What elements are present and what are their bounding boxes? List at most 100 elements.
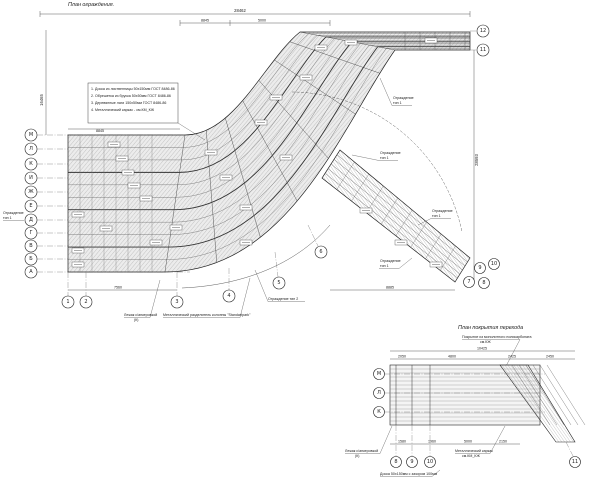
fence-label-left: Ограждение bbox=[3, 211, 24, 215]
axis-label-b: Б bbox=[29, 256, 33, 262]
axis-label-1: 1 bbox=[66, 299, 69, 305]
roof-note-line-2: см.КЖ bbox=[480, 340, 491, 344]
note-4: 4. Металлический каркас - см.КМ_КЖ bbox=[91, 108, 155, 112]
dim-top-b: 5000 bbox=[258, 19, 266, 23]
axes-bottom: 1 2 3 4 5 6 7 8 9 10 bbox=[61, 224, 500, 309]
dim-overall: 28462 bbox=[234, 8, 246, 13]
deck-cross-line bbox=[258, 80, 329, 159]
branch-row-line bbox=[324, 173, 458, 279]
deck-cross-line bbox=[242, 100, 298, 202]
axis-label-12: 12 bbox=[480, 28, 486, 34]
fence-type-2-label: Ограждение тип 2 bbox=[268, 297, 298, 301]
main-plan: План ограждения. 28462 8845 5000 16465 2… bbox=[3, 2, 500, 322]
bench-label-line-1: Лежак с/анкеровкой bbox=[124, 313, 157, 317]
dim-right: 28593 bbox=[474, 154, 479, 166]
passage-diagonal-line bbox=[539, 364, 579, 426]
deck-row-line bbox=[68, 33, 470, 148]
element-tags bbox=[71, 37, 443, 268]
passage-diagonal-line bbox=[511, 364, 551, 426]
passage-dim-total: 10425 bbox=[477, 347, 487, 351]
passage-axis-k: К bbox=[377, 409, 381, 415]
deck-lines bbox=[68, 31, 470, 273]
passage-diagonal-end bbox=[499, 364, 576, 443]
passage-axis-11: 11 bbox=[572, 459, 578, 465]
branch-cross-line bbox=[351, 173, 370, 202]
passage-dim-top-3: 2425 bbox=[508, 355, 516, 359]
branch-cross-line bbox=[336, 161, 355, 190]
divider-label: Металлический разделитель колонны "Stand… bbox=[163, 313, 251, 317]
fence-label-right: Ограждение bbox=[432, 209, 453, 213]
fence-type-left: тип 1 bbox=[3, 216, 12, 220]
fence-type-right: тип 1 bbox=[432, 214, 441, 218]
deck-cross-line bbox=[225, 117, 261, 238]
dim-top-a: 8845 bbox=[201, 19, 209, 23]
branch-cross-line bbox=[425, 233, 442, 259]
branch-cross-line bbox=[410, 221, 427, 248]
passage-bench-line-1: Лежак с/анкеровкой bbox=[345, 449, 378, 453]
note-2: 2. Обрешетка из бруска 50х50мм ГОСТ 8486… bbox=[91, 94, 171, 98]
passage-plan: План покрытия перехода Покрытие из монол… bbox=[345, 325, 586, 477]
passage-axis-8: 8 bbox=[394, 459, 397, 465]
passage-frame-line-1: Металлический каркас bbox=[455, 449, 493, 453]
dim-left: 16465 bbox=[39, 94, 44, 106]
axis-label-7: 7 bbox=[467, 279, 470, 285]
passage-dim-bottom-3: 5000 bbox=[464, 440, 472, 444]
fence-type-bottom: тип 1 bbox=[380, 264, 389, 268]
fence-label-bottom: Ограждение bbox=[380, 259, 401, 263]
axis-label-2: 2 bbox=[84, 299, 87, 305]
top-dimensions: 28462 8845 5000 bbox=[39, 8, 471, 26]
deck-cross-line bbox=[164, 134, 186, 273]
axis-label-6: 6 bbox=[319, 249, 322, 255]
dim-bottom-b: 8885 bbox=[386, 286, 394, 290]
branch-cross-line bbox=[440, 245, 456, 271]
deck-row-line bbox=[68, 46, 470, 248]
axis-label-zh: Ж bbox=[28, 189, 34, 195]
branch-cross-line bbox=[395, 209, 413, 236]
dim-bottom-a: 7560 bbox=[114, 286, 122, 290]
passage-lines bbox=[384, 364, 586, 426]
branch-cross-line bbox=[380, 197, 398, 225]
deck-cross-line bbox=[289, 41, 380, 74]
passage-frame-line-2: см.КМ_КЖ bbox=[462, 454, 480, 458]
passage-axis-m: М bbox=[377, 371, 381, 377]
axis-label-m: М bbox=[29, 132, 33, 138]
axis-label-9: 9 bbox=[478, 265, 481, 271]
roof-note-line-1: Покрытие из монолитного поликарбоната bbox=[462, 335, 532, 339]
axis-label-l: Л bbox=[29, 146, 33, 152]
fence-type-top: тип 1 bbox=[393, 101, 402, 105]
curve-guide-arc bbox=[291, 91, 463, 233]
axis-label-g: Г bbox=[29, 230, 32, 236]
deck-row-line bbox=[68, 44, 470, 235]
fence-labels: Ограждение тип 1 Ограждение тип 1 Огражд… bbox=[3, 77, 453, 302]
passage-dim-bottom-4: 2150 bbox=[499, 440, 507, 444]
bench-label-line-2: (К) bbox=[134, 318, 139, 322]
axis-label-e: Е bbox=[29, 203, 32, 209]
axis-label-10: 10 bbox=[491, 261, 497, 267]
branch-row-line bbox=[333, 159, 466, 267]
passage-diagonal-line bbox=[525, 364, 565, 426]
passage-dim-top-4: 2450 bbox=[546, 355, 554, 359]
axes-left: М Л К И Ж Е Д Г В Б А bbox=[24, 128, 38, 279]
axes-top-right: 12 11 bbox=[470, 24, 490, 57]
deck-row-line bbox=[68, 38, 470, 186]
passage-dim-bottom-2: 1960 bbox=[428, 440, 436, 444]
deck-row-line bbox=[68, 41, 470, 211]
passage-axes-bottom: 8 9 10 11 bbox=[390, 425, 581, 468]
passage-diagonal-line bbox=[532, 364, 572, 426]
branch-row-line bbox=[327, 168, 461, 275]
note-3: 3. Деревянные лаги 150х50мм ГОСТ 8486-86 bbox=[91, 101, 166, 105]
branch-row-line bbox=[330, 163, 463, 271]
axis-label-11: 11 bbox=[480, 47, 486, 53]
passage-axis-10: 10 bbox=[427, 459, 433, 465]
axis-label-v: В bbox=[29, 243, 33, 249]
axis-label-i: И bbox=[29, 175, 33, 181]
branch-row-line bbox=[336, 154, 468, 263]
fence-label-top: Ограждение bbox=[393, 96, 414, 100]
passage-plan-title: План покрытия перехода bbox=[458, 325, 523, 331]
note-1: 1. Доска из лиственницы 50х150мм ГОСТ 84… bbox=[91, 87, 175, 91]
axis-label-4: 4 bbox=[227, 293, 230, 299]
passage-bench-line-2: (К) bbox=[355, 454, 360, 458]
passage-diagonal-line bbox=[546, 364, 586, 426]
notes-box: 1. Доска из лиственницы 50х150мм ГОСТ 84… bbox=[87, 82, 206, 141]
main-plan-title: План ограждения. bbox=[68, 2, 114, 8]
